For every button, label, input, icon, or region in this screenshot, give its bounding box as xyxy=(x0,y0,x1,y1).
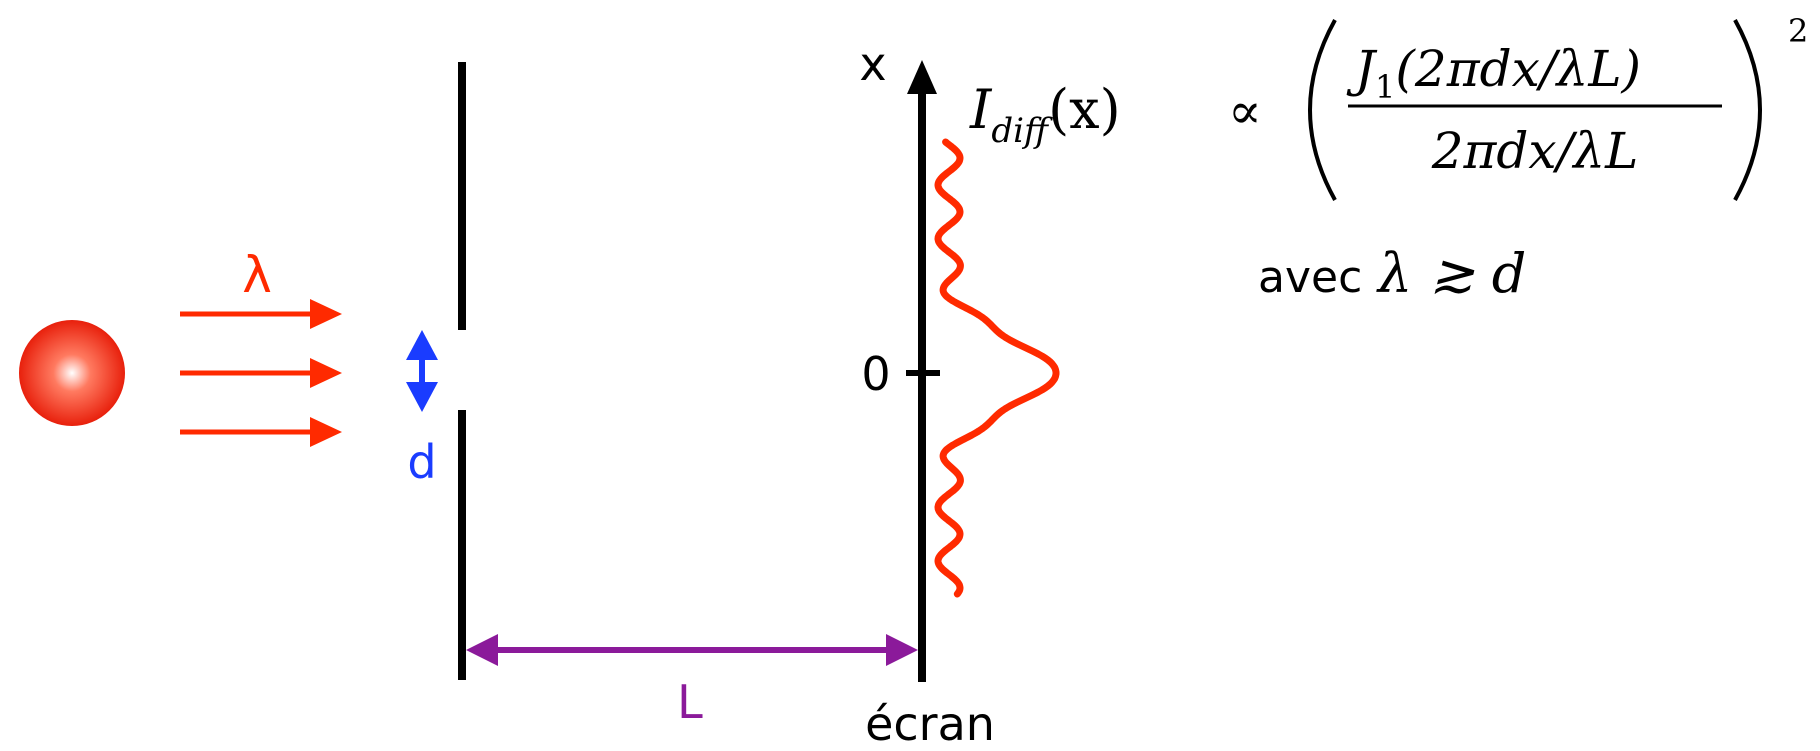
formula-right-paren xyxy=(1733,19,1762,201)
distance-arrow xyxy=(466,634,918,666)
formula-numerator-symbol: J xyxy=(1346,40,1378,98)
formula-denominator: 2πdx/λL xyxy=(1431,122,1639,180)
wavelength-label: λ xyxy=(242,246,272,304)
intensity-curve xyxy=(934,138,1060,598)
distance-arrowhead-left xyxy=(466,634,498,666)
ray-arrowhead-middle xyxy=(310,358,342,388)
formula-lhs: Idiff(x) xyxy=(969,78,1121,151)
formula-exponent: 2 xyxy=(1788,12,1808,50)
distance-arrowhead-right xyxy=(886,634,918,666)
intensity-formula: Idiff(x) ∝ J1(2πdx/λL) 2πdx/λL 2 xyxy=(969,12,1808,201)
formula-lhs-subscript: diff xyxy=(991,111,1053,151)
screen-label: écran xyxy=(865,697,995,751)
slit-width-arrow xyxy=(406,330,438,412)
axis-x-label: x xyxy=(859,37,886,91)
slit-width-label: d xyxy=(407,435,436,489)
ray-arrowhead-bottom xyxy=(310,417,342,447)
condition-expression: λ ≳ d xyxy=(1376,242,1526,305)
light-source xyxy=(19,320,125,426)
slit-arrowhead-down xyxy=(406,382,438,412)
formula-numerator-subscript: 1 xyxy=(1375,68,1395,106)
ray-arrowhead-top xyxy=(310,299,342,329)
formula-numerator: J1(2πdx/λL) xyxy=(1346,40,1641,106)
formula-numerator-arg: (2πdx/λL) xyxy=(1395,40,1641,98)
condition-word: avec xyxy=(1258,252,1362,303)
incident-rays xyxy=(180,299,342,447)
condition: avec λ ≳ d xyxy=(1258,242,1526,305)
formula-relation: ∝ xyxy=(1228,82,1262,140)
formula-left-paren xyxy=(1308,19,1337,201)
origin-label: 0 xyxy=(861,347,890,401)
distance-label: L xyxy=(677,675,703,729)
slit-arrowhead-up xyxy=(406,330,438,360)
axis-arrowhead-icon xyxy=(907,60,937,94)
formula-lhs-arg: (x) xyxy=(1048,78,1121,141)
formula-lhs-symbol: I xyxy=(969,78,993,141)
